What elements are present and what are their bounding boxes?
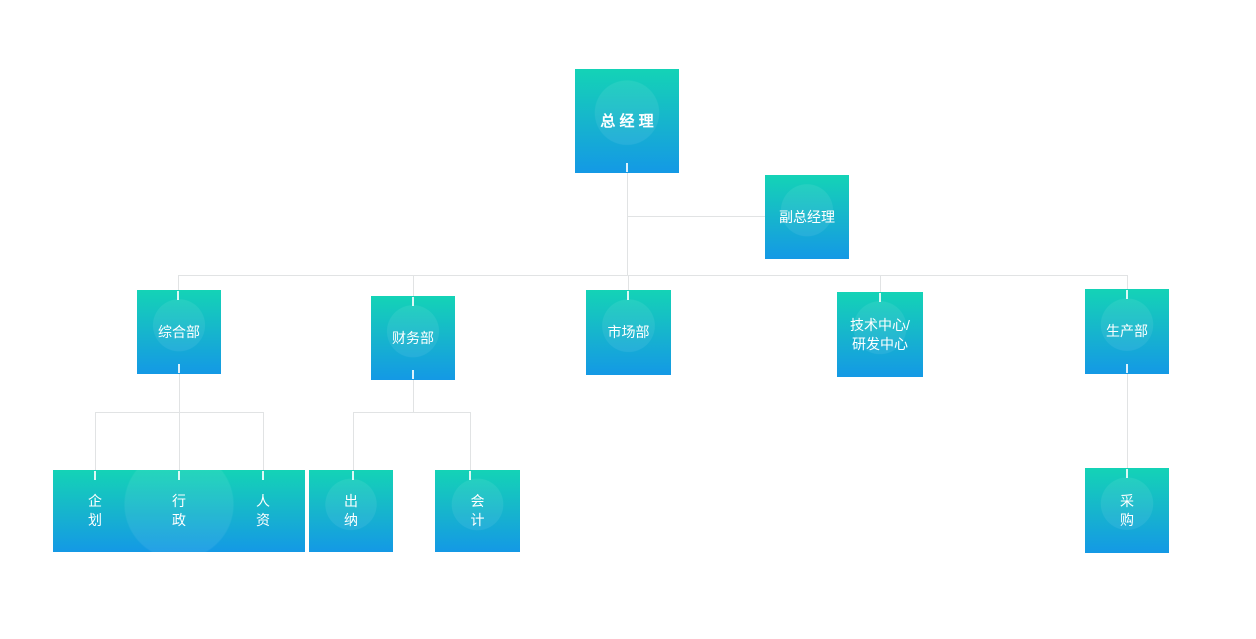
connector-tick xyxy=(177,291,179,300)
connector-line xyxy=(95,412,96,470)
node-accounting: 会 计 xyxy=(435,470,520,552)
connector-line xyxy=(178,275,179,291)
connector-tick xyxy=(1126,469,1128,478)
connector-line xyxy=(1127,275,1128,290)
connector-tick xyxy=(627,291,629,300)
connector-tick xyxy=(879,293,881,302)
connector-tick xyxy=(1126,364,1128,373)
node-tech-rd-center: 技术中心/ 研发中心 xyxy=(837,292,923,377)
connector-line xyxy=(178,275,1128,276)
node-general-affairs-dept: 综合部 xyxy=(137,290,221,374)
connector-tick xyxy=(1126,290,1128,299)
node-cashier: 出 纳 xyxy=(309,470,393,552)
node-marketing-dept: 市场部 xyxy=(586,290,671,375)
connector-line xyxy=(628,275,629,291)
connector-tick xyxy=(262,471,264,480)
connector-line xyxy=(627,216,765,217)
node-procurement: 采 购 xyxy=(1085,468,1169,553)
node-general-manager: 总 经 理 xyxy=(575,69,679,173)
connector-tick xyxy=(178,471,180,480)
connector-tick xyxy=(626,163,628,172)
connector-line xyxy=(413,275,414,297)
connector-tick xyxy=(412,370,414,379)
connector-tick xyxy=(412,297,414,306)
connector-line xyxy=(179,412,180,470)
connector-line xyxy=(1127,374,1128,468)
connector-tick xyxy=(178,364,180,373)
node-human-resources: 人 资 xyxy=(256,493,270,528)
connector-line xyxy=(263,412,264,470)
node-planning: 企 划 xyxy=(88,493,102,528)
node-administration: 行 政 xyxy=(172,493,186,528)
connector-line xyxy=(353,412,354,470)
connector-line xyxy=(179,374,180,413)
connector-line xyxy=(627,172,628,276)
connector-line xyxy=(880,275,881,293)
connector-line xyxy=(353,412,470,413)
node-group-general-affairs-sub: 企 划 行 政 人 资 xyxy=(53,470,305,552)
connector-line xyxy=(413,380,414,412)
connector-line xyxy=(470,412,471,470)
node-finance-dept: 财务部 xyxy=(371,296,455,380)
connector-tick xyxy=(94,471,96,480)
node-deputy-general-manager: 副总经理 xyxy=(765,175,849,259)
connector-tick xyxy=(352,471,354,480)
node-production-dept: 生产部 xyxy=(1085,289,1169,374)
connector-tick xyxy=(469,471,471,480)
